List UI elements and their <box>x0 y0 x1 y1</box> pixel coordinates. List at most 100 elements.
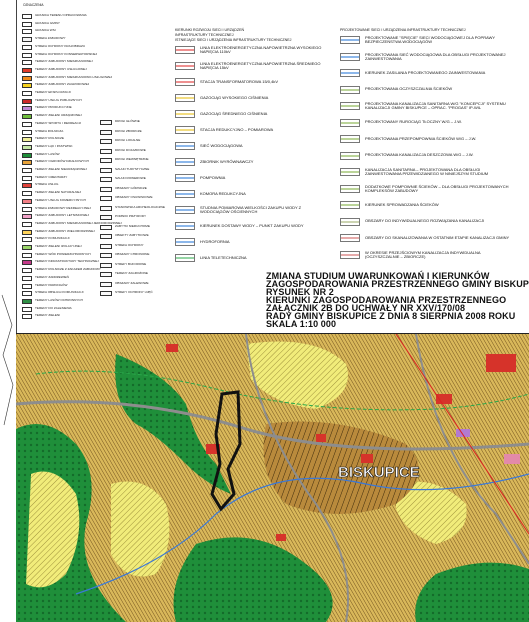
infra-label: PROJEKTOWANA PRZEPOMPOWNIA ŚCIEKÓW W/G –… <box>365 135 477 141</box>
legend-left-item: TERENY OGRODÓW DZIAŁKOWYCH <box>22 160 89 166</box>
title-line-6: RADY GMINY BISKUPICE Z DNIA 8 SIERPNIA 2… <box>266 311 516 321</box>
legend-left-item: TERENY WÓD POWIERZCHNIOWYCH <box>22 252 91 258</box>
map-road-main <box>16 400 529 451</box>
legend-left-item: TERENY USŁUG KOMERCYJNYCH <box>22 198 86 204</box>
infra-label: OBSZARY DO INDYWIDUALNEGO ROZWIĄZANIA KA… <box>365 218 485 224</box>
legend-swatch <box>22 29 32 35</box>
legend-swatch <box>100 243 112 249</box>
legend-left-item: TERENY ZIELENI NATURALNEJ <box>22 191 81 197</box>
infra-label: KIERUNEK SPROWADZANIA ŚCIEKÓW <box>365 201 439 207</box>
legend-label: TERENY ZABUDOWY USŁUGOWEJ <box>35 66 87 71</box>
legend-left-item: TERENY ŁĄK I PASTWISK <box>22 144 73 150</box>
map-study-boundary <box>210 390 242 512</box>
sheet-edge-sketch <box>1 294 14 426</box>
legend-label: GRANICA WSI <box>35 28 56 33</box>
legend-mid-item: STREFY BUFOROWE <box>100 262 146 268</box>
legend-swatch <box>22 237 32 243</box>
legend-swatch <box>22 245 32 250</box>
map-canvas[interactable]: BISKUPICE <box>16 334 529 622</box>
legend-mid-item: ZABYTKI NIERUCHOME <box>100 223 150 230</box>
legend-swatch <box>22 106 32 112</box>
legend-mid-item: STANOWISKA ARCHEOLOGICZNE <box>100 205 165 211</box>
legend-swatch <box>22 98 32 104</box>
legend-swatch <box>100 281 112 287</box>
legend-left-item: TERENY ZABUDOWY ZAGRODOWEJ <box>22 82 90 89</box>
legend-swatch <box>100 234 112 239</box>
infra-symbol-icon <box>175 222 195 230</box>
legend-mid-item: OBSZARY GÓRNICZE <box>100 186 147 192</box>
infra-symbol-icon <box>340 234 360 242</box>
legend-mid-item: OBIEKTY ZABYTKOWE <box>100 233 149 239</box>
infra-symbol-icon <box>340 168 360 177</box>
infra-symbol-icon <box>175 174 195 182</box>
legend-swatch <box>22 306 32 312</box>
legend-left-item: TERENY ZIELENI IZOLACYJNEJ <box>22 244 82 250</box>
legend-swatch <box>22 268 32 274</box>
legend-label: TERENY LASÓW <box>35 151 60 156</box>
legend-label: TERENY ZIELENI URZĄDZONEJ <box>35 113 82 118</box>
legend-mid-item: OBSZARY OSUWISKOWE <box>100 195 153 201</box>
legend-swatch <box>22 37 32 43</box>
map-road-east <box>415 334 529 565</box>
legend-left-item: STREFA OCHRONY KRAJOBRAZU <box>22 44 85 50</box>
infra-label: LINIA ELEKTROENERGETYCZNA NAPOWIETRZNA W… <box>200 45 322 55</box>
legend-swatch <box>22 198 32 204</box>
legend-swatch <box>22 214 32 220</box>
legend-label: SZLAKI TURYSTYCZNE <box>115 166 150 171</box>
infra-existing-item: KOMORA REDUKCYJNA <box>175 190 330 198</box>
infra-label: DODATKOWE POMPOWNIE ŚCIEKÓW – DLA OBSŁUG… <box>365 183 509 193</box>
legend-label: TERENY ROLNICZE Z ZAKAZEM ZABUDOWY <box>35 267 101 272</box>
legend-left-item: TERENY ZABUDOWY MIESZKANIOWEJ JEDNORODZI… <box>22 221 122 227</box>
infra-projected-item: DODATKOWE POMPOWNIE ŚCIEKÓW – DLA OBSŁUG… <box>340 183 515 194</box>
legend-left-item: TERENY ZABUDOWY USŁUGOWEJ <box>22 66 87 73</box>
legend-label: TERENY EKSPLOATACJI <box>35 90 71 94</box>
title-line-5: ZAŁĄCZNIK 2B DO UCHWAŁY NR XXV/170/08 <box>266 303 466 313</box>
map-service-areas <box>166 344 520 541</box>
infra-label: KANALIZACJA SANITARNA – PROJEKTOWANA DLA… <box>365 167 489 177</box>
legend-swatch <box>22 260 32 266</box>
legend-label: OBIEKTY ZABYTKOWE <box>115 233 149 237</box>
legend-swatch <box>22 60 32 66</box>
legend-mid-item: DROGI LOKALNE <box>100 138 140 144</box>
infra-label: KOMORA REDUKCYJNA <box>200 190 246 196</box>
legend-label: TERENY DO ZALESIENIA <box>35 305 72 310</box>
map-farmland-east <box>396 481 467 544</box>
infra-symbol-icon <box>175 110 195 118</box>
infra-symbol-icon <box>175 94 195 102</box>
infra-existing-item: LINIA TELETECHNICZNA <box>175 254 330 262</box>
infra-existing-item: LINIA ELEKTROENERGETYCZNA NAPOWIETRZNA Ś… <box>175 61 330 71</box>
legend-label: STREFA ROLNICZA <box>35 128 64 133</box>
legend-label: TERENY ZABUDOWY ZAGRODOWEJ <box>35 82 90 87</box>
infra-existing-item: HYDROFORNIA <box>175 238 330 246</box>
infra-existing-title-1: KIERUNKI ROZWOJU SIECI I URZĄDZEŃ <box>175 28 245 32</box>
legend-swatch <box>22 121 32 127</box>
infra-symbol-icon <box>175 142 195 150</box>
legend-swatch <box>100 177 112 182</box>
infra-symbol-icon <box>340 151 360 160</box>
legend-label: TERENY USŁUG PUBLICZNYCH <box>35 97 82 102</box>
infra-label: W OKRESIE PRZEJŚCIOWYM KANALIZACJA INDYW… <box>365 249 481 259</box>
legend-label: STREFA OCHRONY <box>115 242 144 247</box>
legend-left-item: TERENY USŁUG PUBLICZNYCH <box>22 97 82 104</box>
legend-label: TERENY PRODUKCYJNE <box>35 105 72 110</box>
legend-swatch <box>22 229 32 235</box>
legend-label: TERENY ZIELENI <box>35 313 61 318</box>
legend-mid-item: POMNIKI PRZYRODY <box>100 214 146 220</box>
title-line-1: ZMIANA STUDIUM UWARUNKOWAŃ I KIERUNKÓW <box>266 271 490 281</box>
infra-symbol-icon <box>340 118 360 127</box>
infra-label: ZBIORNIK WYRÓWNAWCZY <box>200 158 254 164</box>
legend-label: ZABYTKI NIERUCHOME <box>115 223 150 228</box>
legend-label: TERENY ZABUDOWY MIESZKANIOWEJ <box>35 59 93 64</box>
legend-swatch <box>100 224 112 230</box>
legend-label: TERENY ZABUDOWY MIESZKANIOWO-USŁUGOWEJ <box>35 74 113 79</box>
infra-existing-item: GAZOCIĄG WYSOKIEGO CIŚNIENIA <box>175 94 330 102</box>
legend-swatch <box>100 129 112 135</box>
legend-label: GRANICA GMINY <box>35 20 60 25</box>
map-frame[interactable]: BISKUPICE <box>16 333 529 622</box>
infra-symbol-icon <box>175 206 195 215</box>
infra-existing-title-2: INFRASTRUKTURY TECHNICZNEJ <box>175 33 234 37</box>
infra-existing-item: LINIA ELEKTROENERGETYCZNA NAPOWIETRZNA W… <box>175 45 330 55</box>
infra-projected-item: PROJEKTOWANA KANALIZACJA SANITARNA W/G "… <box>340 101 515 111</box>
legend-label: TERENY INFRASTRUKTURY TECHNICZNEJ <box>35 259 99 264</box>
